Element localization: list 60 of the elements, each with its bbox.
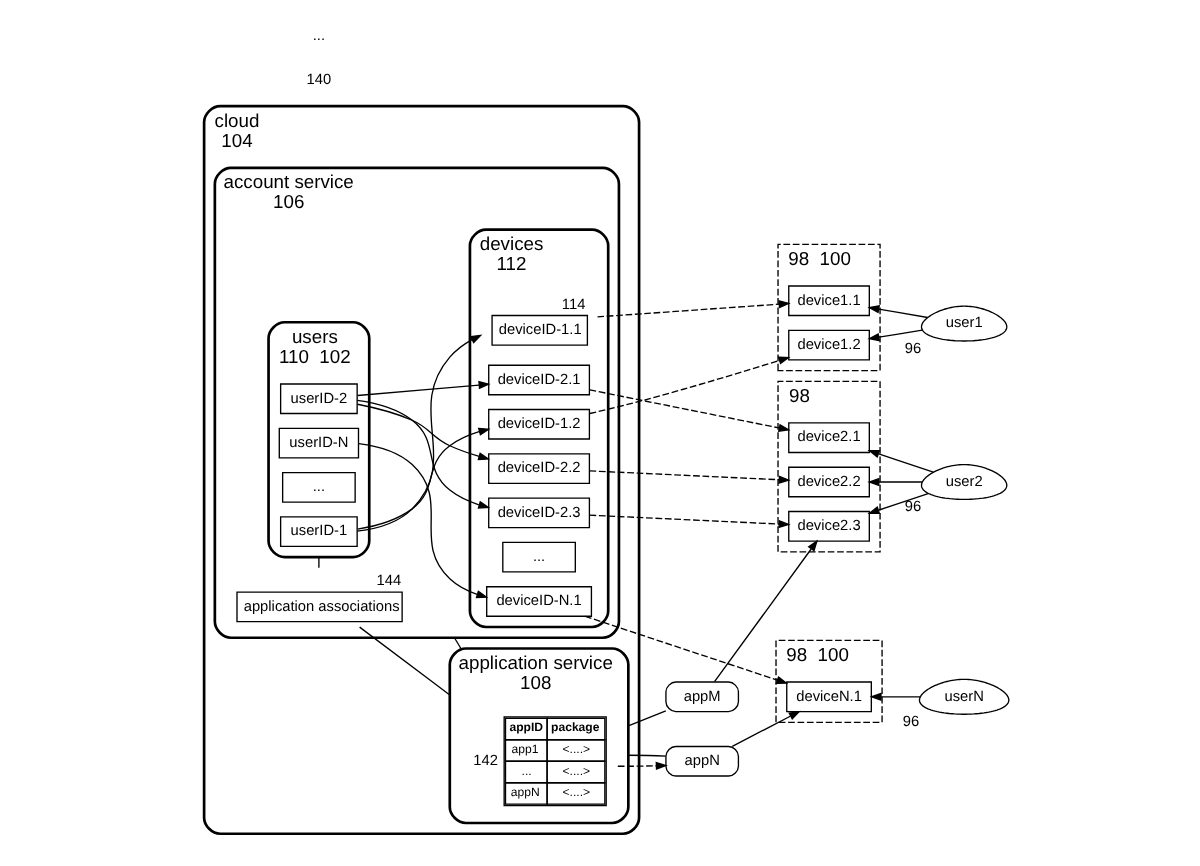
node-label: 108 — [519, 671, 551, 694]
node-box: deviceID-2.3 — [487, 497, 590, 529]
arrow — [866, 492, 928, 515]
node-label: 96 — [903, 338, 921, 357]
arrow — [355, 403, 490, 461]
node-label: 144 — [375, 571, 401, 590]
node-box: userID-1 — [278, 516, 357, 548]
arrow — [866, 477, 922, 487]
node-box: deviceID-2.2 — [487, 453, 590, 484]
label: ... — [311, 26, 325, 45]
arrow — [355, 380, 490, 397]
connector — [357, 626, 450, 696]
arrow — [588, 389, 790, 432]
arrow — [868, 692, 920, 702]
arrow — [357, 442, 488, 599]
node-label: 104 — [220, 128, 252, 151]
arrow — [583, 615, 788, 684]
arrow — [866, 329, 922, 342]
arrow — [866, 449, 933, 473]
arrow — [588, 356, 790, 415]
node-box: ... — [280, 471, 355, 503]
node-label: 98 — [788, 383, 809, 406]
arrow — [616, 761, 667, 771]
arrow — [355, 427, 490, 530]
arrow — [712, 539, 818, 683]
node-label: 106 — [272, 190, 304, 213]
arrow — [866, 305, 928, 319]
node-box: deviceID-1.1 — [490, 314, 588, 346]
node-label: 110 102 — [278, 344, 350, 367]
connector — [626, 710, 666, 727]
node-box: application associations — [235, 591, 402, 623]
node-box: ... — [501, 541, 575, 573]
node-box: deviceID-1.2 — [487, 408, 590, 440]
node-box: device2.2 — [787, 466, 869, 498]
node-box: appN — [664, 745, 739, 777]
arrow — [588, 514, 790, 529]
connector — [317, 556, 319, 569]
node-box: device1.1 — [787, 285, 869, 317]
node-box: deviceN.1 — [785, 681, 871, 713]
node-label: 114 — [560, 294, 585, 313]
arrow — [355, 399, 490, 509]
node-box: appM — [664, 681, 739, 713]
node-box: userID-2 — [278, 383, 357, 415]
node-label: 98 100 — [785, 642, 848, 665]
node-box: deviceID-2.1 — [487, 364, 590, 396]
node-label: 112 — [495, 252, 526, 275]
arrow — [355, 334, 482, 532]
node-label: 96 — [903, 496, 921, 515]
node-label: 96 — [901, 711, 919, 730]
node-box: device2.3 — [787, 510, 869, 542]
node-label: 98 100 — [787, 246, 850, 269]
node-box: device2.1 — [787, 422, 869, 454]
node-box: userID-N — [277, 427, 359, 459]
label: 140 — [305, 70, 331, 89]
node-box: deviceID-N.1 — [485, 586, 592, 617]
arrow — [730, 710, 800, 747]
arrow — [588, 470, 790, 484]
connector — [626, 754, 666, 757]
node-label: 142 — [472, 751, 497, 769]
node-box: device1.2 — [787, 329, 869, 361]
